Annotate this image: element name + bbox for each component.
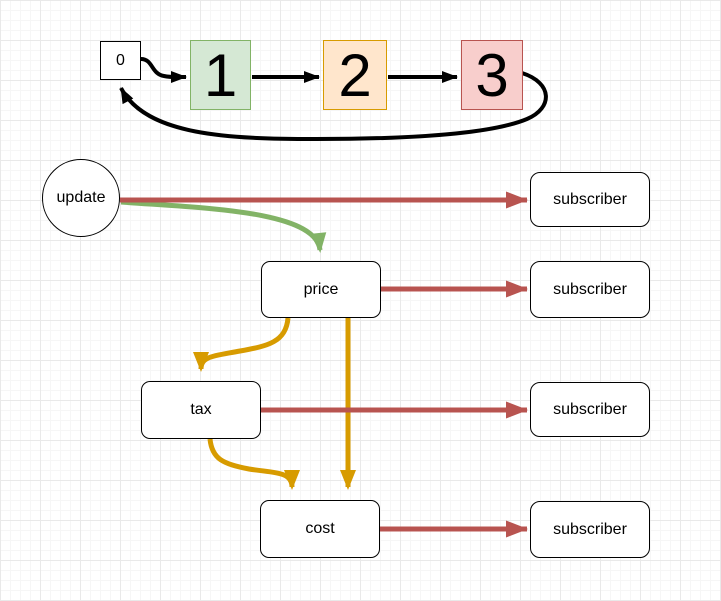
edge-0-to-1 [140, 57, 187, 84]
sequence-node-2: 2 [323, 40, 387, 110]
price-node: price [261, 261, 381, 318]
subscriber-node-3: subscriber [530, 382, 650, 437]
edge-update-to-price [120, 199, 327, 253]
subscriber-node-1: subscriber [530, 172, 650, 227]
tax-node-label: tax [190, 401, 212, 418]
subscriber-node-3-label: subscriber [553, 400, 627, 418]
edge-price-to-tax [193, 317, 291, 372]
subscriber-node-2-label: subscriber [553, 280, 627, 298]
sequence-node-1-label: 1 [203, 41, 238, 109]
edge-tax-to-cost [207, 438, 300, 490]
subscriber-node-4-label: subscriber [553, 520, 627, 538]
cost-node: cost [260, 500, 380, 558]
sequence-node-0: 0 [100, 41, 141, 80]
subscriber-node-2: subscriber [530, 261, 650, 318]
tax-node: tax [141, 381, 261, 439]
sequence-node-3: 3 [461, 40, 523, 110]
price-node-label: price [303, 280, 339, 298]
edge-3-loop-to-0 [119, 71, 548, 142]
subscriber-node-4: subscriber [530, 501, 650, 558]
sequence-node-1: 1 [190, 40, 251, 110]
sequence-node-2-label: 2 [338, 41, 372, 109]
sequence-node-0-label: 0 [116, 51, 125, 69]
sequence-node-3-label: 3 [475, 41, 509, 109]
subscriber-node-1-label: subscriber [553, 190, 627, 208]
update-node-label: update [56, 189, 106, 206]
cost-node-label: cost [305, 520, 335, 537]
update-node: update [42, 159, 120, 237]
